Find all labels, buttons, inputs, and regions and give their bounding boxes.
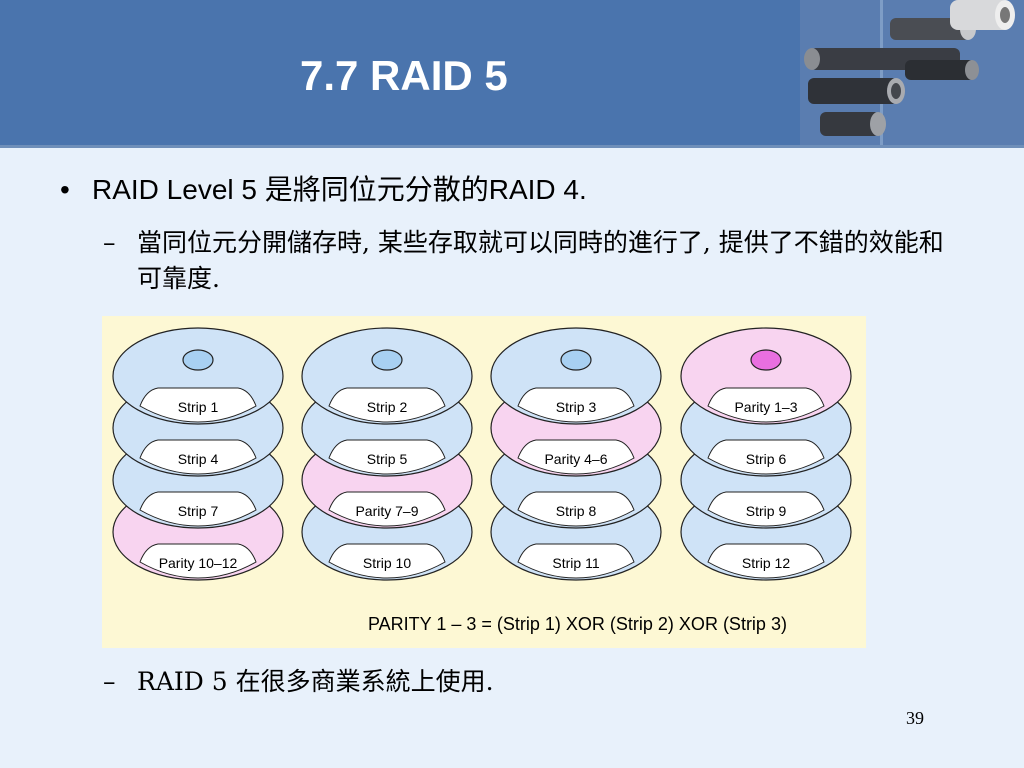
strip-label-band [328,387,446,423]
strip-label-band [517,439,635,475]
dash-marker: – [103,667,116,696]
strip-label: Strip 3 [556,399,597,415]
strip-label-band [139,543,257,579]
strip-label-band [517,491,635,527]
strip-label: Strip 7 [178,503,219,519]
parity-caption: PARITY 1 – 3 = (Strip 1) XOR (Strip 2) X… [368,614,787,634]
spindle-hole-icon [371,349,403,371]
strip-label-band [139,387,257,423]
strip-label: Strip 9 [746,503,787,519]
strip-label-band [328,491,446,527]
bullet-point-icon: • [60,174,70,205]
strip-label: Strip 4 [178,451,219,467]
strip-label: Strip 1 [178,399,219,415]
disk-stack: Strip 10 Parity 7–9 Strip 5 Strip 2 [301,327,473,581]
strip-label: Strip 11 [552,555,599,571]
parity-label: Parity 10–12 [159,555,238,571]
page-number: 39 [906,708,924,728]
strip-label-band [517,543,635,579]
spindle-hole-icon [750,349,782,371]
slide-title: 7.7 RAID 5 [300,52,508,99]
spindle-hole-icon [182,349,214,371]
strip-label-band [707,387,825,423]
strip-label-band [139,439,257,475]
strip-label-band [517,387,635,423]
title-bar: 7.7 RAID 5 [0,0,1024,148]
parity-label: Parity 7–9 [355,503,418,519]
strip-label-band [139,491,257,527]
sub-bullet-2: – RAID 5 在很多商業系統上使用. [103,664,494,700]
strip-label: Strip 8 [556,503,597,519]
strip-label-band [328,439,446,475]
raid5-diagram: Parity 10–12 Strip 7 Strip 4 Strip 1 Strip 1… [102,316,866,648]
bullet-text: RAID Level 5 是將同位元分散的RAID 4. [92,174,587,205]
disk-stack: Strip 12 Strip 9 Strip 6 Parity 1–3 [680,327,852,581]
disk-stack: Parity 10–12 Strip 7 Strip 4 Strip 1 [112,327,284,581]
strip-label: Strip 12 [742,555,790,571]
dash-marker: – [103,228,116,257]
strip-label-band [707,491,825,527]
parity-label: Parity 1–3 [734,399,797,415]
sub-bullet-1: – 當同位元分開儲存時, 某些存取就可以同時的進行了, 提供了不錯的效能和可靠度… [103,225,963,297]
sub-bullet-2-text: RAID 5 在很多商業系統上使用. [137,667,494,696]
strip-label-band [707,543,825,579]
strip-label: Strip 5 [367,451,408,467]
disk-stack: Strip 11 Strip 8 Parity 4–6 Strip 3 [490,327,662,581]
main-bullet: • RAID Level 5 是將同位元分散的RAID 4. [60,172,587,208]
parity-label: Parity 4–6 [544,451,607,467]
strip-label: Strip 10 [363,555,411,571]
strip-label-band [707,439,825,475]
strip-label: Strip 6 [746,451,787,467]
spindle-hole-icon [560,349,592,371]
strip-label-band [328,543,446,579]
pipes-photo [800,0,1024,145]
strip-label: Strip 2 [367,399,408,415]
sub-bullet-1-text: 當同位元分開儲存時, 某些存取就可以同時的進行了, 提供了不錯的效能和可靠度. [137,228,944,293]
